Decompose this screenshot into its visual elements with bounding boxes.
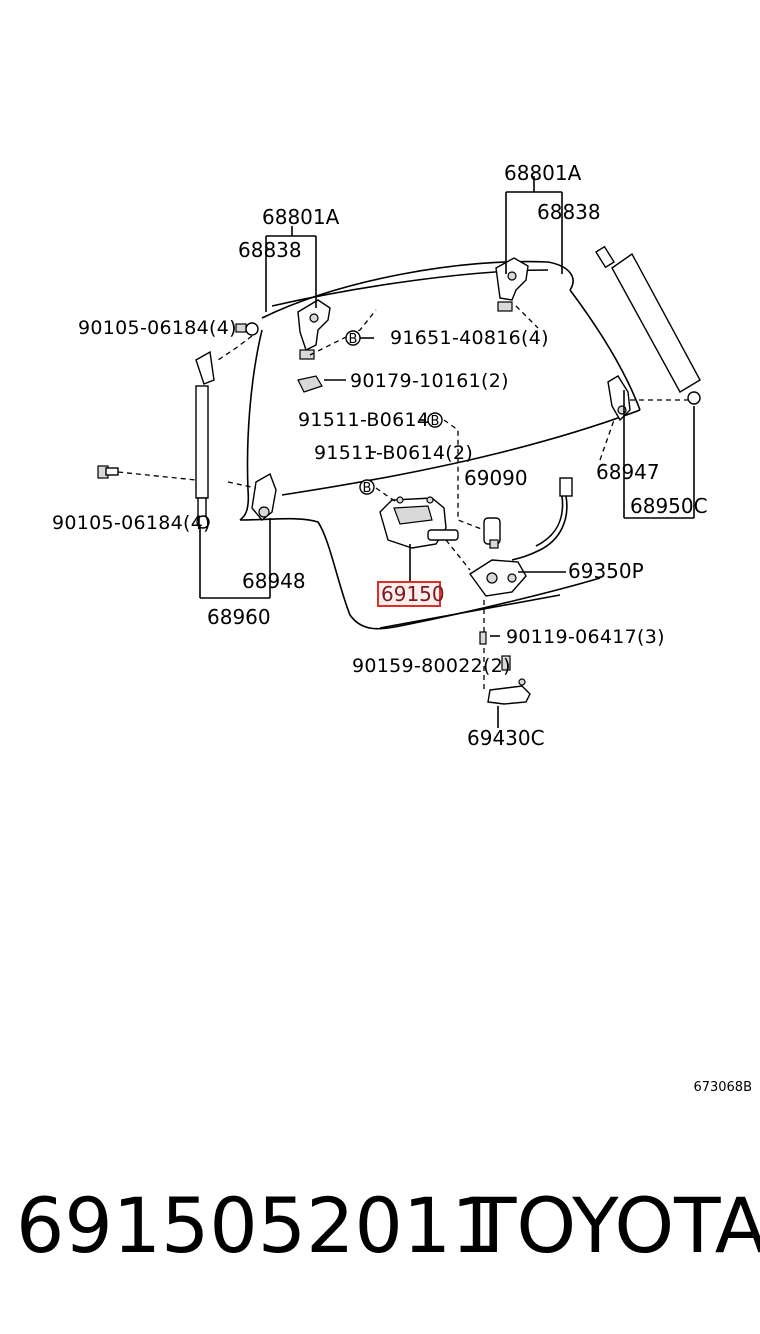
label-68838-left: 68838 [238,238,302,262]
back-door-outline [239,260,641,630]
footer-part-number: 6915052011 [16,1181,500,1270]
door-lock-assy [468,559,527,597]
label-68948: 68948 [242,569,306,593]
nut-90179 [297,375,323,393]
damper-stay-right [595,245,701,405]
badge-b-91511-b: B [359,479,375,496]
badge-b-91651: B [345,330,361,347]
label-90119: 90119-06417(3) [506,626,665,648]
label-68801a-right: 68801A [504,161,582,185]
hinge-right [495,257,529,312]
label-69150: 69150 [381,582,445,606]
badge-b-91511-a-letter: B [431,414,440,429]
bolt-top-left [235,322,259,336]
damper-stay-left [195,350,215,529]
bolt-left [97,465,119,479]
label-90105-bottom: 90105-06184(4) [52,512,211,534]
label-91511-b: 91511-B0614(2) [314,442,473,464]
label-91511-a: 91511-B0614 [298,409,429,431]
label-91651: 91651-40816(4) [390,327,549,349]
footer-brand: TOYOTA [470,1181,760,1270]
door-lock-actuator [379,496,459,549]
badge-b-91651-letter: B [349,332,358,347]
diagram-reference-code: 673068B [693,1080,752,1095]
label-69090: 69090 [464,466,528,490]
label-90105-top: 90105-06184(4) [78,317,237,339]
hinge-lower-right [607,375,631,422]
hinge-lower-left [251,472,277,521]
leader-lines [199,176,695,728]
screw-90119 [479,631,487,645]
label-68801a-left: 68801A [262,205,340,229]
badge-b-91511-b-letter: B [363,481,372,496]
label-68950c: 68950C [630,494,708,518]
label-68947: 68947 [596,460,660,484]
label-68838-right: 68838 [537,200,601,224]
label-90179: 90179-10161(2) [350,370,509,392]
hinge-left [297,299,331,360]
dashed-lines [117,305,690,690]
label-68960: 68960 [207,605,271,629]
label-69430c: 69430C [467,726,545,750]
label-90159: 90159-80022(2) [352,655,511,677]
highlight-box-69150 [377,581,441,607]
label-69350p: 69350P [568,559,644,583]
connector-wire [511,477,573,561]
badge-b-91511-a: B [427,412,443,429]
bulb-69090 [483,517,501,549]
striker [487,655,531,705]
